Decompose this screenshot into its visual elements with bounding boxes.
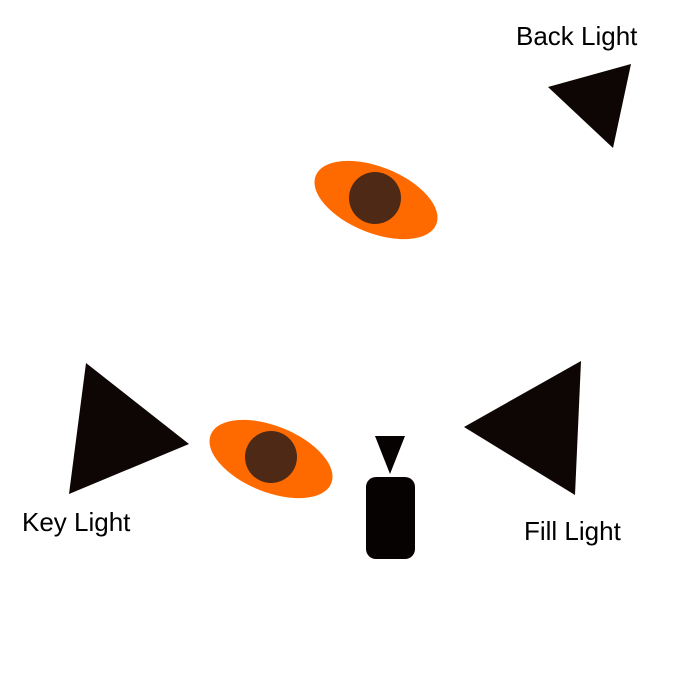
back-light-label: Back Light (516, 21, 638, 51)
subject-front-head-icon (245, 431, 297, 483)
fill-light-icon (464, 361, 581, 495)
camera-body-icon (366, 477, 415, 559)
key-light: Key Light (22, 363, 189, 537)
camera-lens-icon (375, 436, 405, 474)
fill-light-label: Fill Light (524, 516, 622, 546)
key-light-icon (69, 363, 189, 494)
subject-back (314, 160, 438, 240)
back-light: Back Light (516, 21, 638, 148)
back-light-icon (548, 64, 631, 148)
fill-light: Fill Light (464, 361, 622, 546)
subject-front (209, 419, 333, 499)
subject-back-head-icon (349, 172, 401, 224)
camera (366, 436, 415, 559)
key-light-label: Key Light (22, 507, 131, 537)
